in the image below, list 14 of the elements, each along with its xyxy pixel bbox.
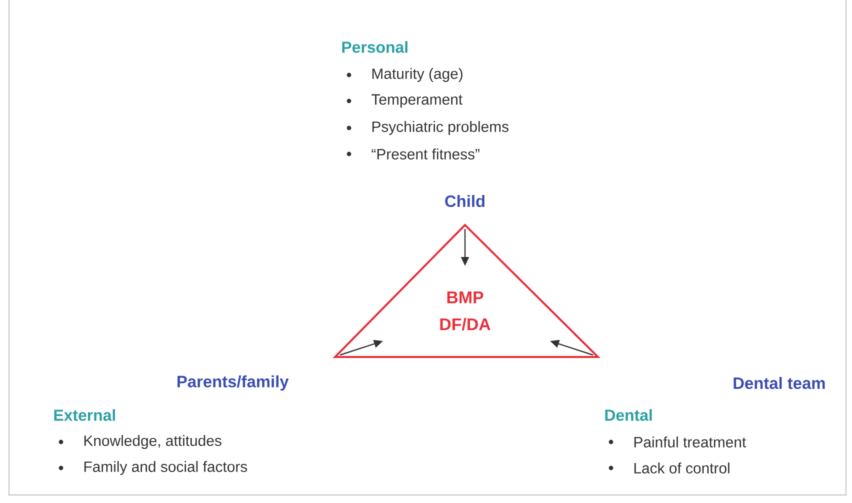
bullet-item: Maturity (age) <box>372 68 462 82</box>
role-label: Child <box>445 194 484 208</box>
bullet-item: Family and social factors <box>84 461 248 475</box>
bullet-item: Painful treatment <box>634 436 746 448</box>
role-label: Parents/family <box>178 375 289 391</box>
bullet-item: Psychiatric problems <box>372 121 508 135</box>
heading: External <box>54 409 115 421</box>
bullet-item: Knowledge, attitudes <box>84 435 222 449</box>
bullet-item: Temperament <box>372 94 462 108</box>
bullet-item: “Present fitness” <box>372 148 480 160</box>
role-label: Dental team <box>734 376 825 390</box>
heading: Personal <box>342 41 408 53</box>
heading: Dental <box>605 409 652 421</box>
bullet-item: Lack of control <box>634 462 730 474</box>
